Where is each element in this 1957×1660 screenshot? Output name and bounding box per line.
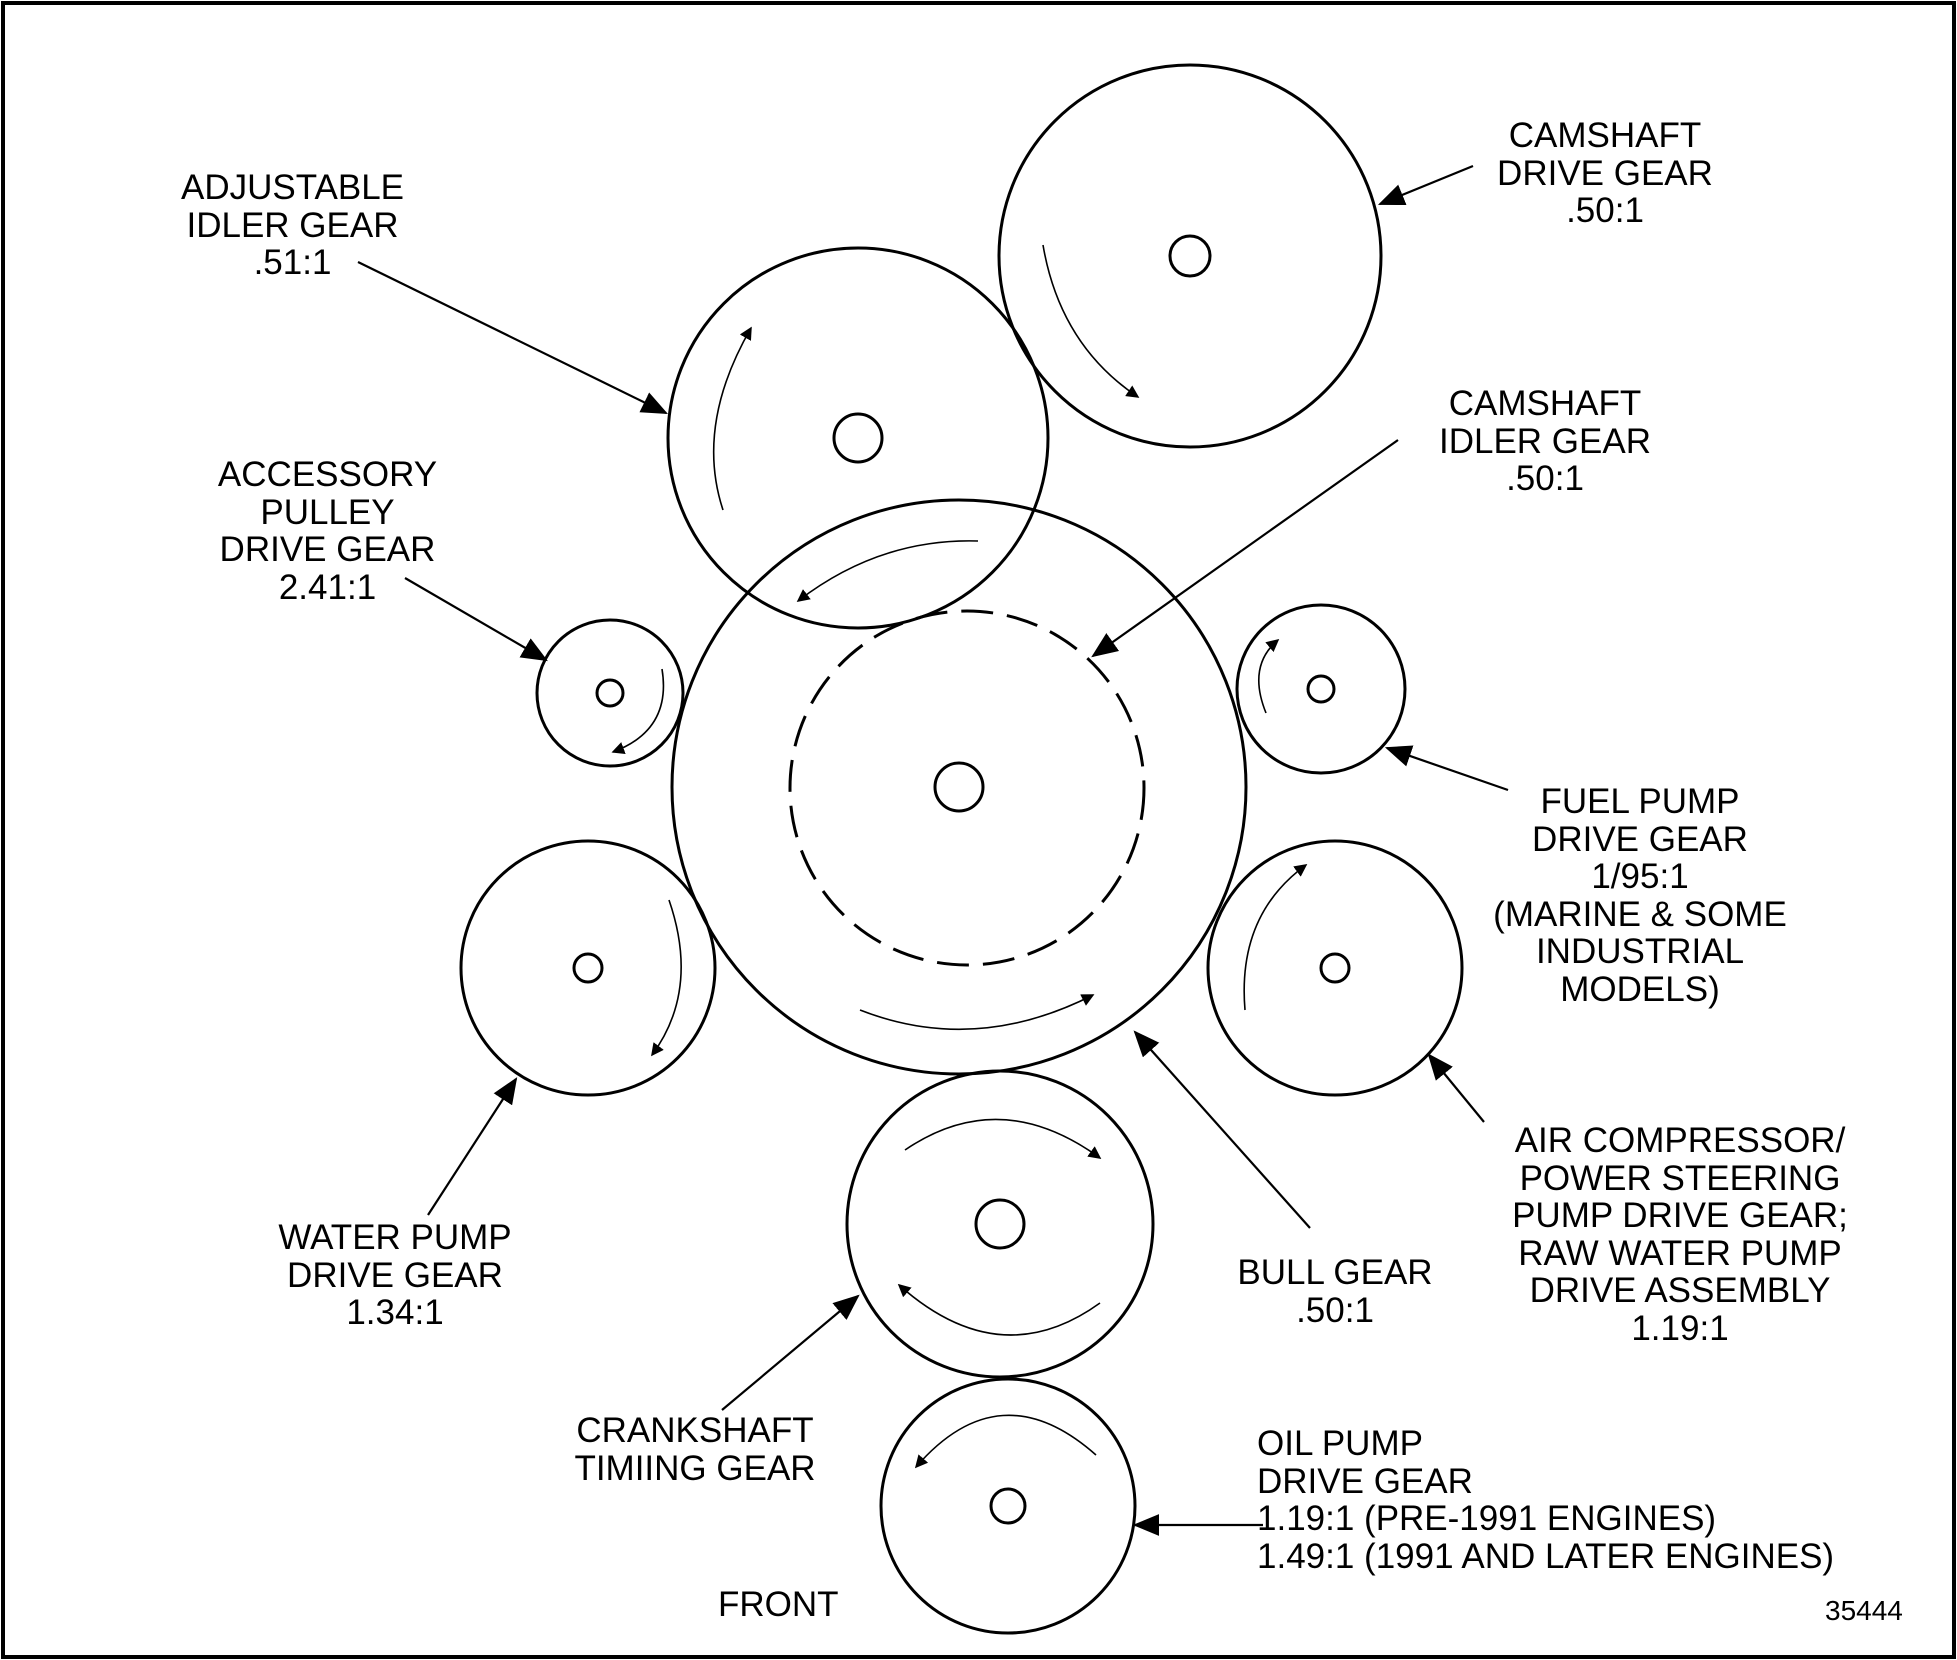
label-air-compressor-drive-gear: AIR COMPRESSOR/ POWER STEERING PUMP DRIV… <box>1470 1122 1890 1347</box>
label-line: ACCESSORY <box>217 455 438 494</box>
leader-accessory-pulley <box>404 577 548 662</box>
water-pump-drive-gear-hub <box>572 952 604 984</box>
camshaft-idler-gear <box>788 609 1146 967</box>
rotation-arrow-water-pump <box>651 899 682 1057</box>
label-line: AIR COMPRESSOR/ <box>1514 1121 1846 1160</box>
rotation-arrow-bull-top <box>796 540 979 602</box>
label-crankshaft-timing-gear: CRANKSHAFT TIMIING GEAR <box>545 1412 845 1487</box>
leader-camshaft-idler <box>1091 439 1399 658</box>
label-line: DRIVE GEAR <box>1257 1461 1473 1501</box>
air-compressor-drive-gear <box>1206 839 1464 1097</box>
label-camshaft-idler-gear: CAMSHAFT IDLER GEAR .50:1 <box>1405 385 1685 498</box>
label-line: BULL GEAR <box>1237 1253 1433 1292</box>
label-line: TIMIING GEAR <box>574 1448 816 1488</box>
leader-camshaft-drive <box>1377 164 1474 206</box>
accessory-pulley-drive-gear-hub <box>595 678 625 708</box>
fuel-pump-drive-gear-hub <box>1306 674 1336 704</box>
label-line: DRIVE GEAR <box>1532 819 1748 859</box>
label-line: 1/95:1 <box>1591 857 1689 896</box>
label-bull-gear: BULL GEAR .50:1 <box>1215 1254 1455 1329</box>
label-line: OIL PUMP <box>1257 1424 1423 1463</box>
label-line: IDLER GEAR <box>1439 421 1651 461</box>
label-fuel-pump-drive-gear: FUEL PUMP DRIVE GEAR 1/95:1 (MARINE & SO… <box>1465 783 1815 1008</box>
label-line: DRIVE GEAR <box>287 1255 503 1295</box>
label-line: FRONT <box>718 1585 839 1624</box>
figure-number: 35444 <box>1825 1596 1903 1626</box>
label-line: (MARINE & SOME <box>1493 894 1787 934</box>
camshaft-drive-gear-hub <box>1168 234 1212 278</box>
fuel-pump-drive-gear <box>1235 603 1407 775</box>
rotation-arrow-adjustable-idler <box>712 326 752 511</box>
leader-water-pump <box>427 1077 518 1216</box>
leader-air-compressor <box>1427 1053 1485 1123</box>
air-compressor-drive-gear-hub <box>1319 952 1351 984</box>
label-line: 2.41:1 <box>278 567 377 607</box>
bull-gear <box>670 498 1248 1076</box>
camshaft-drive-gear <box>997 63 1383 449</box>
rotation-arrow-bull-bottom <box>859 994 1095 1031</box>
label-line: .50:1 <box>1566 191 1644 230</box>
label-oil-pump-drive-gear: OIL PUMP DRIVE GEAR 1.19:1 (PRE-1991 ENG… <box>1257 1425 1897 1575</box>
rotation-arrow-camshaft-drive <box>1042 244 1140 398</box>
label-line: DRIVE GEAR <box>1497 153 1713 193</box>
rotation-arrow-accessory <box>611 668 665 755</box>
leader-crankshaft <box>721 1294 860 1411</box>
label-adjustable-idler-gear: ADJUSTABLE IDLER GEAR .51:1 <box>150 169 435 282</box>
rotation-arrow-oil-pump <box>914 1414 1097 1469</box>
label-line: RAW WATER PUMP <box>1518 1233 1842 1273</box>
label-line: .50:1 <box>1296 1290 1374 1330</box>
label-line: PUMP DRIVE GEAR; <box>1512 1196 1848 1235</box>
leader-adjustable-idler <box>357 261 668 414</box>
leader-bull-gear <box>1133 1030 1311 1229</box>
label-line: WATER PUMP <box>278 1218 512 1257</box>
label-line: INDUSTRIAL <box>1535 932 1745 971</box>
label-line: 1.49:1 (1991 AND LATER ENGINES) <box>1257 1536 1835 1576</box>
label-accessory-pulley-drive-gear: ACCESSORY PULLEY DRIVE GEAR 2.41:1 <box>185 456 470 606</box>
label-line: PULLEY <box>260 492 395 532</box>
label-line: CAMSHAFT <box>1448 384 1642 423</box>
rotation-arrow-crankshaft-top <box>904 1118 1102 1159</box>
label-line: 35444 <box>1825 1595 1903 1626</box>
label-line: 1.19:1 (PRE-1991 ENGINES) <box>1257 1499 1717 1538</box>
label-line: POWER STEERING <box>1519 1158 1841 1198</box>
adjustable-idler-gear-hub <box>832 412 884 464</box>
label-line: .51:1 <box>253 243 332 282</box>
label-line: IDLER GEAR <box>186 205 399 245</box>
label-front: FRONT <box>718 1586 839 1624</box>
rotation-arrow-air-compressor <box>1243 864 1308 1011</box>
oil-pump-drive-gear-hub <box>989 1487 1027 1525</box>
bull-gear-hub <box>933 761 985 813</box>
crankshaft-timing-gear <box>845 1069 1155 1379</box>
water-pump-drive-gear <box>459 839 717 1097</box>
label-line: DRIVE GEAR <box>219 530 436 569</box>
label-water-pump-drive-gear: WATER PUMP DRIVE GEAR 1.34:1 <box>245 1219 545 1332</box>
label-camshaft-drive-gear: CAMSHAFT DRIVE GEAR .50:1 <box>1460 117 1750 230</box>
accessory-pulley-drive-gear <box>535 618 685 768</box>
label-line: MODELS) <box>1560 969 1720 1009</box>
label-line: CRANKSHAFT <box>576 1411 814 1450</box>
rotation-arrow-fuel-pump <box>1258 638 1280 714</box>
label-line: 1.19:1 <box>1631 1308 1729 1348</box>
label-line: ADJUSTABLE <box>180 168 405 207</box>
label-line: CAMSHAFT <box>1508 116 1702 155</box>
crankshaft-timing-gear-hub <box>974 1198 1026 1250</box>
label-line: DRIVE ASSEMBLY <box>1529 1271 1831 1310</box>
label-line: .50:1 <box>1506 459 1584 498</box>
adjustable-idler-gear <box>666 246 1050 630</box>
label-line: 1.34:1 <box>346 1293 444 1332</box>
leader-fuel-pump <box>1384 745 1509 792</box>
oil-pump-drive-gear <box>879 1377 1137 1635</box>
rotation-arrow-crankshaft-bottom <box>897 1283 1101 1336</box>
label-line: FUEL PUMP <box>1540 782 1740 821</box>
